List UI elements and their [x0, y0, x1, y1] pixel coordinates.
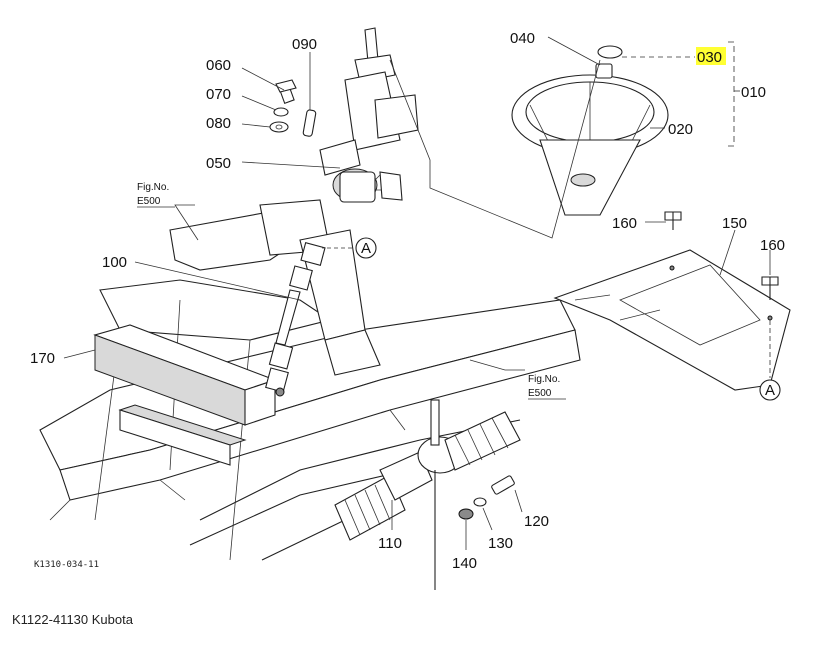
callout-060: 060	[206, 57, 231, 74]
cross-member-170	[93, 324, 277, 466]
callout-130: 130	[488, 535, 513, 552]
callout-140: 140	[452, 555, 477, 572]
callout-100: 100	[102, 254, 127, 271]
marker-a-2: A	[759, 379, 781, 401]
fig-ref-bottom-right-number: E500	[528, 388, 552, 399]
steering-gear-110	[261, 399, 521, 590]
part-caption: K1122-41130 Kubota	[12, 612, 133, 627]
callout-040: 040	[510, 30, 535, 47]
callout-110: 110	[378, 535, 402, 552]
callout-020: 020	[668, 121, 693, 138]
callout-010: 010	[741, 84, 766, 101]
leader-lines	[63, 36, 771, 550]
marker-a-2-text: A	[765, 382, 775, 399]
callout-050: 050	[206, 155, 231, 172]
small-fasteners	[269, 79, 317, 137]
fig-ref-bottom-right: Fig.No. E500	[528, 374, 566, 400]
callout-160-b: 160	[760, 237, 785, 254]
callout-160-a: 160	[612, 215, 637, 232]
fig-ref-bottom-right-title: Fig.No.	[528, 374, 560, 385]
callout-170: 170	[30, 350, 55, 367]
callout-030: 030	[697, 49, 722, 66]
steering-wheel-020	[511, 45, 669, 216]
drawing-code: K1310-034-11	[34, 560, 99, 570]
callout-090: 090	[292, 36, 317, 53]
callout-120: 120	[524, 513, 549, 530]
universal-joint-shaft-100	[265, 242, 326, 397]
callout-080: 080	[206, 115, 231, 132]
fig-ref-top-left-number: E500	[137, 196, 161, 207]
fig-ref-top-left: Fig.No. E500	[137, 182, 175, 208]
floor-panel-150	[553, 211, 791, 391]
marker-a-1-text: A	[361, 240, 371, 257]
callout-070: 070	[206, 86, 231, 103]
callout-030-highlight	[696, 47, 726, 65]
callout-labels: 060 070 080 090 050 100 170 040 030 010 …	[30, 30, 785, 572]
callout-150: 150	[722, 215, 747, 232]
marker-a-1: A	[355, 237, 377, 259]
fig-ref-top-left-title: Fig.No.	[137, 182, 169, 193]
